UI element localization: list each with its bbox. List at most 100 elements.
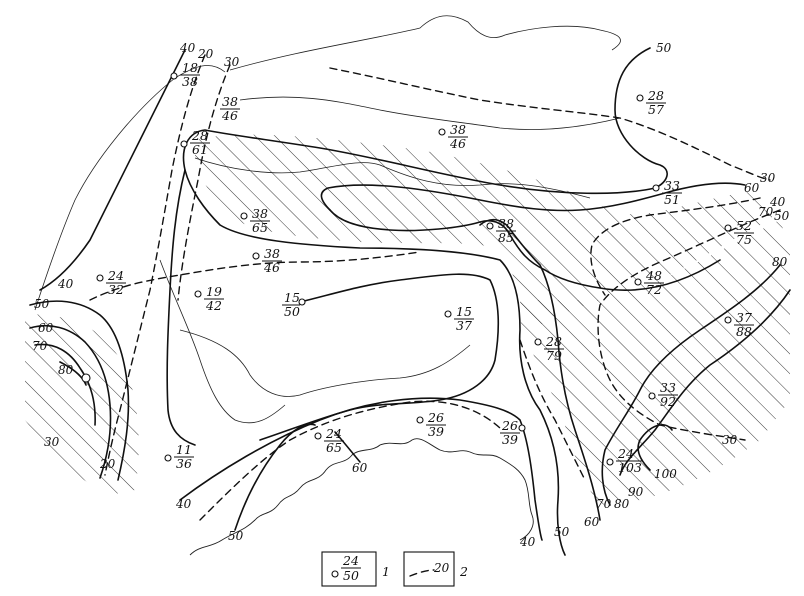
isoline-80-west (59, 361, 87, 386)
isoline-100-east (637, 424, 673, 471)
station-bottom-value: 57 (648, 102, 664, 117)
station-bottom-value: 46 (263, 260, 280, 275)
legend-station-marker (331, 570, 339, 578)
solid-isolines (29, 47, 791, 556)
hatched-zone-north (195, 134, 780, 330)
station-marker (298, 298, 306, 306)
legend-box-2 (403, 551, 455, 587)
relief-line-northwest (34, 65, 226, 311)
coastline-south (189, 438, 534, 556)
legend-2-value: 20 (433, 561, 450, 575)
station-bottom-value: 92 (660, 394, 676, 409)
isoline-label: 50 (656, 41, 672, 55)
isoline-label: 80 (614, 497, 630, 511)
station-bottom-value: 39 (502, 432, 518, 447)
station-bottom-value: 46 (221, 108, 238, 123)
isoline-label: 80 (58, 363, 74, 377)
isoline-west-inner (166, 169, 196, 446)
isoline-label: 60 (584, 515, 600, 529)
isoline-label: 40 (519, 535, 536, 549)
dashed-isoline-30-south (199, 400, 501, 521)
isoline-label: 50 (774, 209, 790, 223)
station-top-value: 38 (264, 246, 280, 261)
relief-line-west (159, 259, 286, 424)
station-bottom-value: 88 (736, 324, 752, 339)
station-bottom-value: 61 (192, 142, 208, 157)
dashed-isoline-30-west (177, 64, 231, 301)
isoline-80-east (601, 264, 781, 506)
dashed-isoline-50-east (519, 339, 586, 481)
station-top-value: 33 (660, 380, 676, 395)
relief-line-upper (194, 157, 591, 199)
isoline-40-west (39, 49, 186, 291)
station-top-value: 38 (222, 94, 238, 109)
station-top-value: 48 (645, 268, 662, 283)
hatched-zone-east (520, 220, 790, 505)
station-marker (606, 458, 614, 466)
relief-line-north-ridge (229, 15, 621, 71)
legend-box-1 (321, 551, 377, 587)
isoline-60-lower (329, 209, 721, 291)
isoline-label: 100 (654, 467, 677, 481)
isoline-label: 80 (772, 255, 788, 269)
isoline-60-west (29, 324, 112, 479)
station-top-value: 38 (252, 206, 268, 221)
station-bottom-value: 103 (618, 460, 642, 475)
station-marker (164, 454, 172, 462)
isoline-label: 60 (38, 321, 54, 335)
hatched-zones (25, 134, 790, 505)
isoline-50-west (29, 300, 130, 481)
station-top-value: 15 (284, 290, 300, 305)
isoline-label: 50 (228, 529, 244, 543)
station-bottom-value: 50 (284, 304, 300, 319)
isoline-label: 70 (32, 339, 48, 353)
isoline-label: 40 (175, 497, 192, 511)
isoline-60-south (334, 431, 361, 463)
station-bottom-value: 75 (736, 232, 752, 247)
legend-1-bottom: 50 (343, 568, 359, 583)
isoline-label: 40 (769, 195, 786, 209)
dashed-isoline-30-east (597, 209, 781, 441)
isoline-label: 30 (44, 435, 60, 449)
isoline-label: 60 (352, 461, 368, 475)
station-marker (636, 94, 644, 102)
station-marker (634, 278, 642, 286)
isoline-label: 90 (628, 485, 644, 499)
station-marker (444, 310, 452, 318)
dashed-isolines (89, 54, 781, 521)
legend-1-top: 24 (342, 553, 359, 568)
isoline-labels: 40 20 30 50 30 60 40 70 50 80 40 50 60 7… (32, 41, 790, 549)
station-marker (96, 274, 104, 282)
station-top-value: 24 (107, 268, 124, 283)
station-bottom-value: 65 (326, 440, 342, 455)
station-marker (314, 432, 322, 440)
legend-1-number: 1 (382, 564, 390, 579)
station-marker (180, 140, 188, 148)
relief-line-north-inner (239, 96, 621, 130)
station-marker (652, 184, 660, 192)
isoline-label: 30 (760, 171, 776, 185)
station-bottom-value: 72 (646, 282, 662, 297)
isoline-label: 30 (224, 55, 240, 69)
station-marker (724, 224, 732, 232)
isoline-50-south (234, 423, 316, 531)
station-bottom-value: 85 (498, 230, 514, 245)
station-marker (416, 416, 424, 424)
isoline-label: 70 (596, 497, 612, 511)
station-bottom-value: 46 (449, 136, 466, 151)
station-top-value: 28 (191, 128, 208, 143)
isoline-label: 60 (744, 181, 760, 195)
dashed-isoline-20-west (104, 54, 206, 476)
isoline-label: 20 (99, 457, 116, 471)
